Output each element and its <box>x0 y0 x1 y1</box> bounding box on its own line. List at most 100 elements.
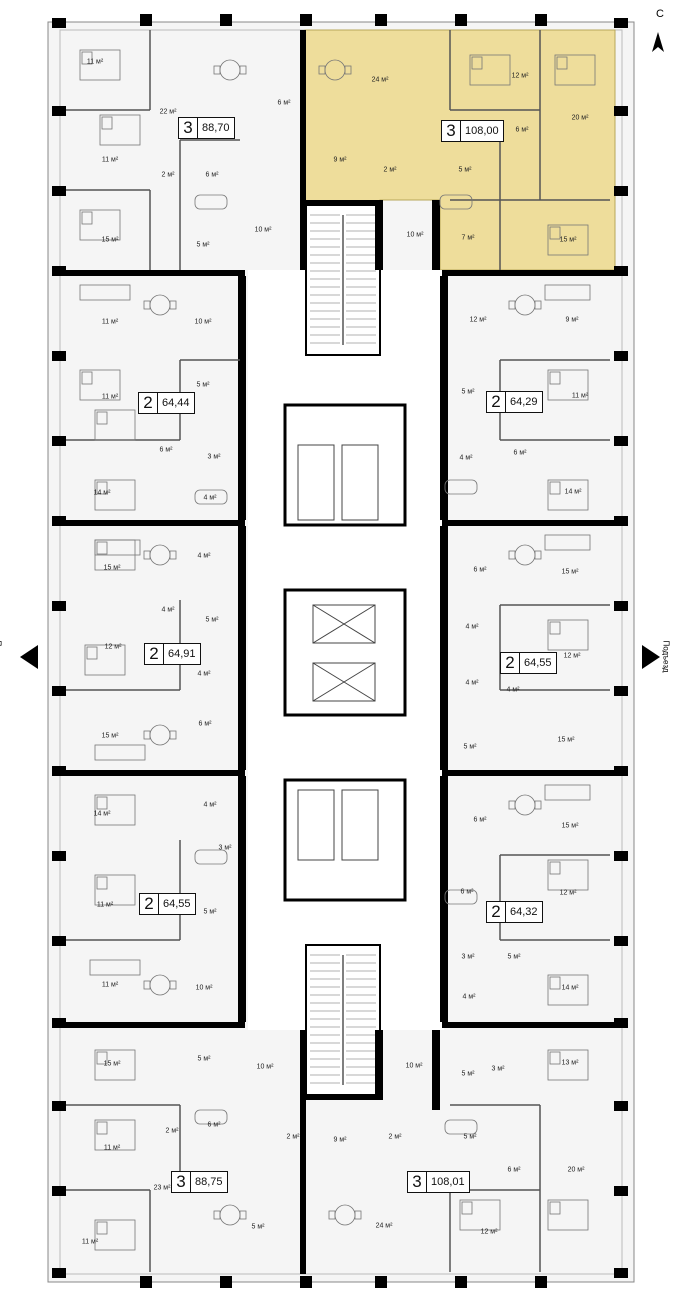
elevator-shaft-2 <box>283 588 407 717</box>
apartment-rooms: 2 <box>139 893 159 915</box>
room-area-label: 9 м² <box>565 316 579 324</box>
room-area-label: 24 м² <box>375 1222 393 1230</box>
apartment-area: 108,00 <box>461 120 504 142</box>
room-area-label: 15 м² <box>103 1060 121 1068</box>
room-area-label: 5 м² <box>251 1223 265 1231</box>
room-area-label: 15 м² <box>101 236 119 244</box>
room-area-label: 3 м² <box>461 953 475 961</box>
room-area-label: 11 м² <box>101 981 119 989</box>
room-area-label: 12 м² <box>104 643 122 651</box>
room-area-label: 6 м² <box>515 126 529 134</box>
room-area-label: 15 м² <box>561 822 579 830</box>
room-area-label: 4 м² <box>465 679 479 687</box>
room-area-label: 10 м² <box>406 231 424 239</box>
room-area-label: 5 м² <box>458 166 472 174</box>
apartment-rooms: 3 <box>441 120 461 142</box>
apartment-area: 88,70 <box>198 117 235 139</box>
room-area-label: 7 м² <box>461 234 475 242</box>
room-area-label: 6 м² <box>198 720 212 728</box>
entrance-arrow-left <box>20 645 38 669</box>
entrance-arrow-right <box>642 645 660 669</box>
room-area-label: 5 м² <box>461 388 475 396</box>
room-area-label: 15 м² <box>559 236 577 244</box>
room-area-label: 2 м² <box>388 1133 402 1141</box>
room-area-label: 15 м² <box>101 732 119 740</box>
apartment-rooms: 3 <box>407 1171 427 1193</box>
room-area-label: 10 м² <box>256 1063 274 1071</box>
room-area-label: 3 м² <box>207 453 221 461</box>
room-area-label: 6 м² <box>277 99 291 107</box>
apartment-rooms: 2 <box>144 643 164 665</box>
room-area-label: 5 м² <box>203 908 217 916</box>
room-area-label: 20 м² <box>567 1166 585 1174</box>
room-area-label: 6 м² <box>159 446 173 454</box>
apartment-area: 64,29 <box>506 391 543 413</box>
room-area-label: 23 м² <box>153 1184 171 1192</box>
apartment-rooms: 3 <box>171 1171 191 1193</box>
room-area-label: 4 м² <box>462 993 476 1001</box>
apartment-rooms: 2 <box>486 901 506 923</box>
apartment-area: 108,01 <box>427 1171 470 1193</box>
room-area-label: 10 м² <box>254 226 272 234</box>
room-area-label: 12 м² <box>469 316 487 324</box>
room-area-label: 5 м² <box>196 241 210 249</box>
room-area-label: 6 м² <box>460 888 474 896</box>
structural-walls <box>60 30 620 1274</box>
north-arrow-icon <box>652 32 664 52</box>
apartment-area: 64,55 <box>159 893 196 915</box>
room-area-label: 6 м² <box>473 566 487 574</box>
room-area-label: 2 м² <box>161 171 175 179</box>
room-area-label: 11 м² <box>96 901 114 909</box>
room-area-label: 4 м² <box>203 801 217 809</box>
room-area-label: 4 м² <box>161 606 175 614</box>
room-area-label: 6 м² <box>513 449 527 457</box>
room-area-label: 12 м² <box>480 1228 498 1236</box>
room-area-label: 12 м² <box>563 652 581 660</box>
room-area-label: 11 м² <box>571 392 589 400</box>
stair-core-top <box>305 204 381 356</box>
room-area-label: 11 м² <box>86 58 104 66</box>
room-area-label: 22 м² <box>159 108 177 116</box>
apartment-rooms: 3 <box>178 117 198 139</box>
stair-core-bottom <box>305 944 381 1096</box>
furniture <box>79 49 596 1251</box>
room-area-label: 6 м² <box>507 1166 521 1174</box>
entrance-label-right: Подъезд <box>661 640 671 673</box>
room-area-label: 10 м² <box>195 984 213 992</box>
room-area-label: 6 м² <box>473 816 487 824</box>
room-area-label: 11 м² <box>103 1144 121 1152</box>
room-area-label: 20 м² <box>571 114 589 122</box>
room-area-label: 2 м² <box>165 1127 179 1135</box>
room-area-label: 5 м² <box>197 1055 211 1063</box>
apartment-rooms: 2 <box>486 391 506 413</box>
facade-columns <box>52 14 628 1288</box>
elevator-shaft-3 <box>283 778 407 902</box>
room-area-label: 12 м² <box>511 72 529 80</box>
apartment-area: 64,91 <box>164 643 201 665</box>
room-area-label: 15 м² <box>103 564 121 572</box>
room-area-label: 14 м² <box>564 488 582 496</box>
room-area-label: 3 м² <box>491 1065 505 1073</box>
room-area-label: 10 м² <box>405 1062 423 1070</box>
room-area-label: 6 м² <box>205 171 219 179</box>
apartment-rooms: 2 <box>138 392 158 414</box>
room-area-label: 2 м² <box>383 166 397 174</box>
room-area-label: 15 м² <box>561 568 579 576</box>
room-area-label: 4 м² <box>506 686 520 694</box>
room-area-label: 5 м² <box>461 1070 475 1078</box>
entrance-label-left: Подъезд <box>0 640 3 673</box>
elevator-shaft-1 <box>283 403 407 527</box>
room-area-label: 24 м² <box>371 76 389 84</box>
room-area-label: 5 м² <box>463 743 477 751</box>
